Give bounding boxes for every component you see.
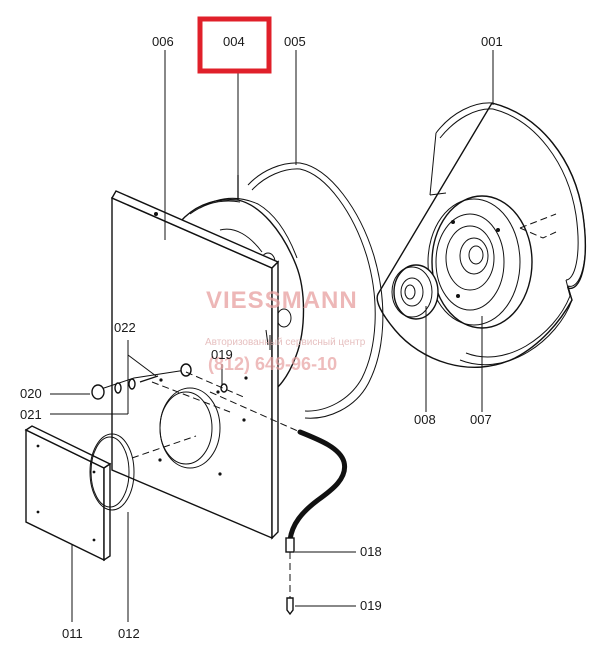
watermark-brand: VIESSMANN (206, 287, 358, 314)
label-004: 004 (223, 34, 245, 49)
part-labels: 006 004 005 001 022 019 020 021 008 007 … (20, 34, 503, 641)
part-018-cable (209, 391, 348, 616)
label-008: 008 (414, 412, 436, 427)
watermark-subtitle: Авторизованный сервисный центр (205, 337, 366, 348)
part-005-gasket (247, 162, 384, 419)
part-006-panel (111, 190, 280, 540)
label-018: 018 (360, 544, 382, 559)
label-021: 021 (20, 407, 42, 422)
highlight-box (197, 16, 272, 74)
label-007: 007 (470, 412, 492, 427)
label-020: 020 (20, 386, 42, 401)
label-022: 022 (114, 320, 136, 335)
label-019-bottom: 019 (360, 598, 382, 613)
leader-lines (50, 50, 494, 622)
label-005: 005 (284, 34, 306, 49)
part-011-plate (24, 425, 112, 562)
label-019-top: 019 (211, 347, 233, 362)
part-008-ring (391, 264, 439, 320)
part-012-gasket (89, 433, 135, 511)
label-011: 011 (62, 626, 83, 641)
label-006: 006 (152, 34, 174, 49)
label-001: 001 (481, 34, 503, 49)
label-012: 012 (118, 626, 140, 641)
watermark-phone: (812) 649-96-10 (208, 354, 337, 374)
fasteners (91, 363, 247, 459)
watermark: VIESSMANN Авторизованный сервисный центр… (205, 287, 366, 374)
